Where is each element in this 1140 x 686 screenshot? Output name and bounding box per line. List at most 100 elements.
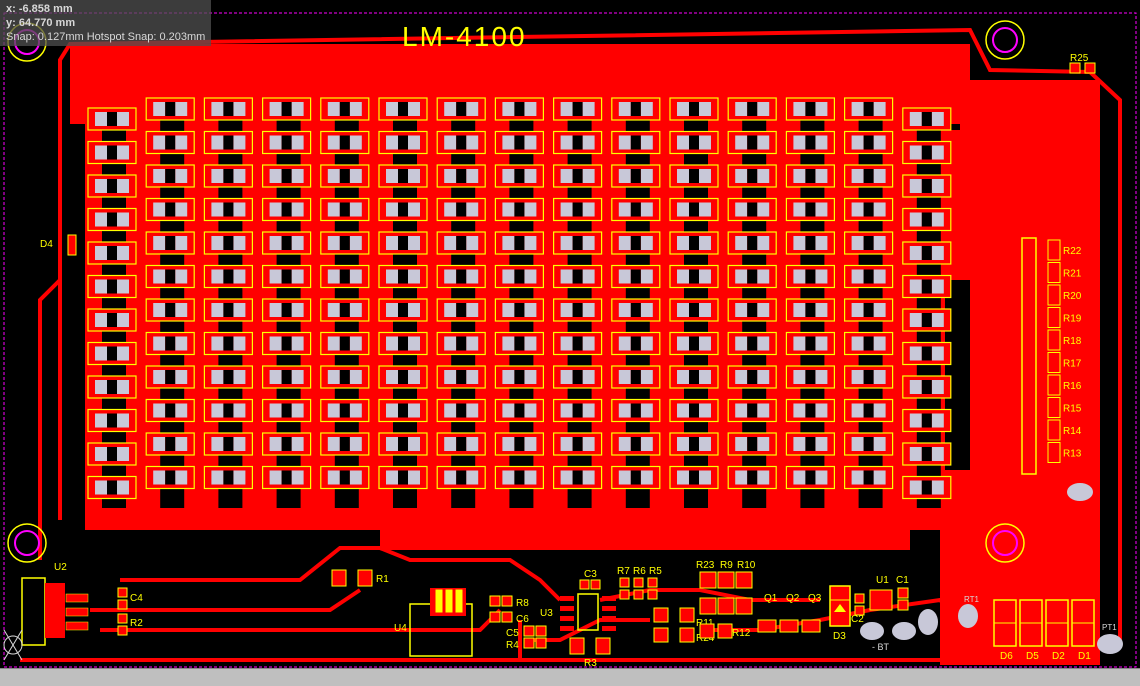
- led-footprint[interactable]: [843, 130, 894, 155]
- led-footprint[interactable]: [436, 264, 486, 289]
- led-footprint[interactable]: [262, 264, 312, 289]
- component-r1[interactable]: [331, 569, 373, 587]
- battery-pads[interactable]: [860, 483, 1123, 654]
- led-footprint[interactable]: [203, 264, 253, 289]
- led-footprint[interactable]: [262, 231, 312, 255]
- component-r13[interactable]: [1047, 442, 1061, 463]
- led-footprint[interactable]: [145, 365, 195, 389]
- component-d1[interactable]: [1071, 599, 1095, 647]
- led-footprint[interactable]: [203, 164, 253, 188]
- led-footprint[interactable]: [262, 197, 312, 222]
- component-r22[interactable]: [1047, 239, 1061, 261]
- led-footprint[interactable]: [262, 465, 312, 490]
- led-footprint[interactable]: [611, 164, 661, 188]
- led-footprint[interactable]: [727, 130, 777, 155]
- led-footprint[interactable]: [669, 197, 719, 222]
- led-footprint[interactable]: [843, 432, 894, 456]
- component-r6[interactable]: [633, 577, 644, 600]
- led-footprint[interactable]: [727, 365, 777, 389]
- mounting-hole[interactable]: [7, 523, 47, 563]
- component-c3[interactable]: [579, 579, 601, 590]
- led-footprint[interactable]: [145, 298, 195, 322]
- led-footprint[interactable]: [320, 231, 370, 255]
- led-footprint[interactable]: [203, 97, 253, 121]
- led-footprint[interactable]: [902, 274, 952, 299]
- led-footprint[interactable]: [611, 365, 661, 389]
- led-footprint[interactable]: [203, 365, 253, 389]
- led-footprint[interactable]: [145, 130, 195, 155]
- led-footprint[interactable]: [727, 298, 777, 322]
- component-r17[interactable]: [1047, 352, 1061, 373]
- header-connector[interactable]: [1021, 237, 1037, 475]
- led-footprint[interactable]: [262, 130, 312, 155]
- component-c2[interactable]: [854, 593, 865, 616]
- led-footprint[interactable]: [669, 465, 719, 490]
- component-r7[interactable]: [619, 577, 630, 600]
- component-q1[interactable]: [757, 619, 777, 633]
- led-footprint[interactable]: [145, 264, 195, 289]
- led-footprint[interactable]: [203, 197, 253, 222]
- component-r15[interactable]: [1047, 397, 1061, 418]
- component-r11[interactable]: [653, 607, 695, 623]
- led-footprint[interactable]: [87, 341, 137, 366]
- component-r8[interactable]: [489, 595, 513, 607]
- led-footprint[interactable]: [494, 365, 544, 389]
- led-footprint[interactable]: [262, 432, 312, 456]
- led-footprint[interactable]: [87, 408, 137, 433]
- led-footprint[interactable]: [262, 365, 312, 389]
- led-footprint[interactable]: [203, 331, 253, 356]
- led-footprint[interactable]: [669, 432, 719, 456]
- led-footprint[interactable]: [378, 264, 428, 289]
- component-d3[interactable]: [829, 585, 851, 627]
- led-footprint[interactable]: [436, 465, 486, 490]
- led-footprint[interactable]: [552, 398, 603, 423]
- led-footprint[interactable]: [669, 97, 719, 121]
- led-footprint[interactable]: [494, 130, 544, 155]
- led-footprint[interactable]: [320, 97, 370, 121]
- component-r21[interactable]: [1047, 262, 1061, 283]
- led-footprint[interactable]: [669, 365, 719, 389]
- led-footprint[interactable]: [203, 465, 253, 490]
- led-footprint[interactable]: [727, 398, 777, 423]
- led-footprint[interactable]: [145, 164, 195, 188]
- led-footprint[interactable]: [669, 130, 719, 155]
- led-footprint[interactable]: [552, 97, 603, 121]
- component-r20[interactable]: [1047, 284, 1061, 306]
- led-footprint[interactable]: [785, 398, 836, 423]
- led-footprint[interactable]: [378, 197, 428, 222]
- led-footprint[interactable]: [262, 398, 312, 423]
- component-d5[interactable]: [1019, 599, 1043, 647]
- led-footprint[interactable]: [785, 465, 836, 490]
- led-footprint[interactable]: [145, 432, 195, 456]
- component-r23[interactable]: [699, 571, 717, 615]
- led-footprint[interactable]: [611, 264, 661, 289]
- led-footprint[interactable]: [262, 298, 312, 322]
- component-q2[interactable]: [779, 619, 799, 633]
- led-footprint[interactable]: [320, 197, 370, 222]
- led-footprint[interactable]: [436, 164, 486, 188]
- led-footprint[interactable]: [87, 174, 137, 198]
- led-footprint[interactable]: [494, 164, 544, 188]
- led-footprint[interactable]: [611, 465, 661, 490]
- component-u4[interactable]: [409, 588, 473, 657]
- led-footprint[interactable]: [378, 432, 428, 456]
- led-footprint[interactable]: [902, 442, 952, 466]
- led-footprint[interactable]: [611, 432, 661, 456]
- led-footprint[interactable]: [669, 331, 719, 356]
- led-footprint[interactable]: [902, 341, 952, 366]
- component-d2[interactable]: [1045, 599, 1069, 647]
- component-u3[interactable]: [560, 593, 616, 631]
- component-c4[interactable]: [117, 587, 128, 610]
- led-footprint[interactable]: [145, 398, 195, 423]
- mounting-hole[interactable]: [985, 523, 1025, 563]
- led-footprint[interactable]: [611, 398, 661, 423]
- led-footprint[interactable]: [320, 164, 370, 188]
- led-footprint[interactable]: [436, 231, 486, 255]
- led-footprint[interactable]: [785, 264, 836, 289]
- led-footprint[interactable]: [87, 241, 137, 265]
- led-footprint[interactable]: [669, 398, 719, 423]
- led-footprint[interactable]: [843, 97, 894, 121]
- led-footprint[interactable]: [785, 164, 836, 188]
- led-footprint[interactable]: [436, 298, 486, 322]
